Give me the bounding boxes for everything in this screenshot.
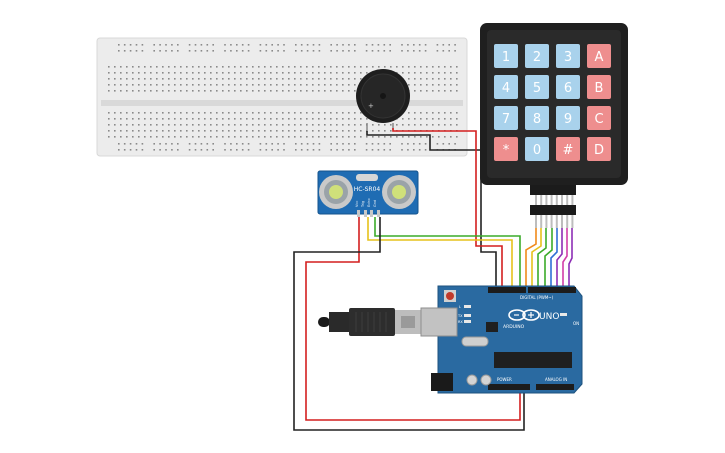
breadboard-holes bbox=[108, 44, 458, 151]
usb-cable bbox=[318, 308, 421, 336]
keypad-key-label: 3 bbox=[564, 50, 572, 65]
keypad-key-label: 9 bbox=[564, 112, 572, 127]
keypad-key-label: B bbox=[595, 81, 604, 96]
keypad-key-b[interactable]: B bbox=[587, 75, 611, 99]
keypad-key-label: D bbox=[594, 143, 604, 158]
sensor-pin-vcc: Vcc bbox=[355, 201, 359, 207]
uno-logo-text: UNO bbox=[539, 312, 559, 322]
keypad-key-4[interactable]: 4 bbox=[494, 75, 518, 99]
wire-sensor-black[interactable] bbox=[293, 217, 525, 431]
keypad-key-label: # bbox=[563, 143, 574, 158]
l-led-label: L bbox=[459, 305, 461, 309]
wires bbox=[293, 128, 573, 431]
keypad-key-hash[interactable]: # bbox=[556, 137, 580, 161]
rx-led-label: RX bbox=[458, 320, 463, 324]
keypad-header-block bbox=[530, 205, 576, 215]
keypad-key-label: * bbox=[503, 143, 510, 158]
arduino-brand-text: ARDUINO bbox=[503, 324, 525, 330]
keypad-key-label: 4 bbox=[502, 81, 510, 96]
wire-keypad-5[interactable] bbox=[550, 228, 558, 292]
piezo-buzzer[interactable]: + bbox=[356, 69, 410, 132]
wire-keypad-2[interactable] bbox=[531, 228, 542, 292]
keypad-4x4[interactable]: 1 2 3 A 4 5 6 B 7 8 9 C * 0 # D bbox=[480, 23, 628, 228]
keypad-key-a[interactable]: A bbox=[587, 44, 611, 68]
keypad-key-label: 2 bbox=[533, 50, 541, 65]
keypad-key-label: 8 bbox=[533, 112, 541, 127]
wire-sensor-red[interactable] bbox=[305, 217, 521, 421]
keypad-connector-pins bbox=[530, 195, 576, 228]
arduino-uno[interactable]: UNO ARDUINO DIGITAL (PWM~) POWER ANALOG … bbox=[318, 285, 583, 394]
keypad-key-label: C bbox=[594, 112, 603, 127]
power-header-label: POWER bbox=[497, 377, 512, 382]
analog-header-label: ANALOG IN bbox=[545, 377, 567, 382]
tx-led-label: TX bbox=[457, 314, 463, 318]
keypad-key-label: 5 bbox=[533, 81, 541, 96]
wire-sensor-yellow[interactable] bbox=[367, 217, 513, 292]
breadboard[interactable] bbox=[96, 37, 468, 157]
keypad-key-label: 6 bbox=[564, 81, 572, 96]
wire-keypad-1[interactable] bbox=[525, 228, 537, 292]
keypad-key-5[interactable]: 5 bbox=[525, 75, 549, 99]
wire-keypad-4[interactable] bbox=[544, 228, 553, 292]
sensor-pin-echo: Echo bbox=[367, 199, 371, 208]
wire-keypad-8[interactable] bbox=[568, 228, 573, 292]
keypad-key-1[interactable]: 1 bbox=[494, 44, 518, 68]
keypad-key-9[interactable]: 9 bbox=[556, 106, 580, 130]
wire-keypad-3[interactable] bbox=[537, 228, 547, 292]
buzzer-plus-label: + bbox=[368, 102, 374, 110]
keypad-key-d[interactable]: D bbox=[587, 137, 611, 161]
sensor-pin-trig: Trig bbox=[361, 201, 365, 208]
keypad-key-0[interactable]: 0 bbox=[525, 137, 549, 161]
sensor-model-label: HC-SR04 bbox=[354, 186, 381, 193]
keypad-key-label: 7 bbox=[502, 112, 510, 127]
keypad-keys: 1 2 3 A 4 5 6 B 7 8 9 C * 0 # D bbox=[494, 44, 611, 161]
on-led-label: ON bbox=[573, 321, 579, 326]
wire-keypad-7[interactable] bbox=[562, 228, 568, 292]
keypad-key-label: A bbox=[595, 50, 604, 65]
keypad-key-8[interactable]: 8 bbox=[525, 106, 549, 130]
arduino-logo bbox=[508, 309, 540, 321]
keypad-key-label: 0 bbox=[533, 143, 541, 158]
keypad-key-2[interactable]: 2 bbox=[525, 44, 549, 68]
wire-sensor-green[interactable] bbox=[374, 217, 521, 292]
sensor-pin-gnd: Gnd bbox=[373, 200, 377, 207]
keypad-key-star[interactable]: * bbox=[494, 137, 518, 161]
keypad-key-label: 1 bbox=[502, 50, 510, 65]
keypad-key-c[interactable]: C bbox=[587, 106, 611, 130]
wire-buzzer-red[interactable] bbox=[392, 128, 503, 292]
keypad-key-7[interactable]: 7 bbox=[494, 106, 518, 130]
digital-header-label: DIGITAL (PWM~) bbox=[520, 295, 554, 300]
ultrasonic-sensor[interactable]: HC-SR04 Vcc Trig Echo Gnd bbox=[317, 170, 419, 217]
keypad-key-3[interactable]: 3 bbox=[556, 44, 580, 68]
wire-keypad-6[interactable] bbox=[556, 228, 563, 292]
wire-buzzer-black[interactable] bbox=[366, 131, 497, 292]
keypad-key-6[interactable]: 6 bbox=[556, 75, 580, 99]
